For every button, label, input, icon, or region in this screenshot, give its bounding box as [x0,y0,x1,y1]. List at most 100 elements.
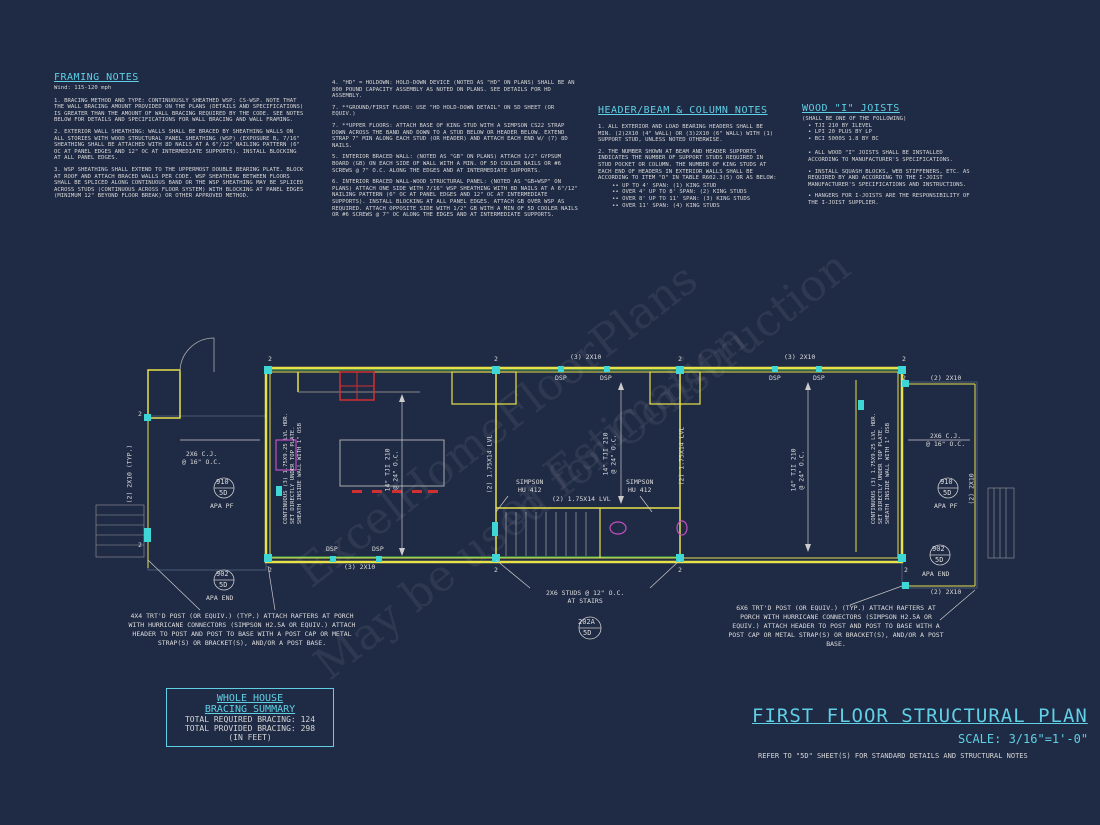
framing-wind: Wind: 115-120 mph [54,85,112,91]
post-count: 2 [902,355,906,363]
tag-910-right: 910 [940,478,953,486]
label-tji-a-2: @ 24" O.C. [391,450,400,490]
label-tji-c-1: 14" TJI 210 [789,448,798,492]
bracing-summary-title-1: WHOLE HOUSE [216,693,284,704]
label-lvl-left: CONTINUOUS (3) 1.75x9.25 LVL HDR. SET DI… [283,413,304,524]
post-count: 2 [678,355,682,363]
sheet-reference: REFER TO "5D" SHEET(S) FOR STANDARD DETA… [758,752,1028,760]
header-notes: HEADER/BEAM & COLUMN NOTES 1. ALL EXTERI… [598,105,778,209]
label-lvl-h: (2) 1.75x14 LVL [552,495,611,503]
label-lvl-right: CONTINUOUS (3) 1.75x9.25 LVL HDR. SET DI… [871,413,892,524]
tag-202a: 202A [578,618,595,626]
label-lvl-v1: (2) 1.75x14 LVL [485,434,494,494]
sheet-scale: SCALE: 3/16"=1'-0" [958,732,1089,746]
sink [676,520,688,536]
label-right-2x10-top: (2) 2x10 [930,374,962,382]
holddown-note: 7. **GROUND/FIRST FLOOR: USE "HD HOLD-DO… [332,104,555,118]
label-dsp: DSP [555,374,567,382]
post-count: 2 [138,410,142,418]
post-count: 2 [904,566,908,574]
framing-note: 3. WSP SHEATHING SHALL EXTEND TO THE UPP… [54,166,304,200]
tag-5d: 5D [219,489,228,497]
header-bullet: •• OVER 8' UP TO 11' SPAN: (3) KING STUD… [612,195,751,202]
label-simpson-b-2: HU 412 [627,486,652,494]
label-cj-right-2: @ 16" O.C. [926,440,966,448]
label-lvl-right-2: SET DIRECTLY UNDER TOP PLATE. [878,426,885,525]
header-bullet: •• OVER 4' UP TO 8' SPAN: (2) KING STUDS [612,189,747,196]
sheet-title: FIRST FLOOR STRUCTURAL PLAN [752,705,1088,727]
detail-tag-902-right [929,544,951,566]
callout-right: 6x6 TRT'D POST (OR EQUIV.) (TYP.) ATTACH… [728,604,944,648]
label-lvl-left-2: SET DIRECTLY UNDER TOP PLATE. [290,426,297,525]
tag-910-left: 910 [216,478,229,486]
joist-arrows [180,386,970,552]
post-count: 2 [678,566,682,574]
post-count: 2 [494,355,498,363]
header-note: 1. ALL EXTERIOR AND LOAD BEARING HEADERS… [598,124,774,144]
joist-notes-list: (SHALL BE ONE OF THE FOLLOWING) • TJI 21… [802,116,972,207]
label-lvl-left-3: SHEATH INSIDE WALL WITH 1" OSB [297,423,304,525]
joist-notes: WOOD "I" JOISTS (SHALL BE ONE OF THE FOL… [802,103,972,212]
header-bullet: •• UP TO 4' SPAN: (1) KING STUD [612,182,717,189]
label-apa-end-right: APA END [922,570,950,578]
label-simpson-a-1: SIMPSON [516,478,544,486]
bracing-summary-title-2: BRACING SUMMARY [204,704,296,715]
posts [144,366,909,589]
detail-tag-910-left [213,477,235,499]
label-lvl-left-1: CONTINUOUS (3) 1.75x9.25 LVL HDR. [283,412,290,525]
label-right-2x10-side: (2) 2x10 [967,473,976,505]
porch-steps-right [987,487,1015,559]
bracing-provided: TOTAL PROVIDED BRACING: 298 [184,724,316,733]
label-simpson-a-2: HU 412 [517,486,542,494]
joist-note: • ALL WOOD "I" JOISTS SHALL BE INSTALLED… [808,150,953,163]
joist-note: • INSTALL SQUASH BLOCKS, WEB STIFFENERS,… [808,168,970,188]
tag-5d: 5D [943,489,952,497]
label-simpson-b-1: SIMPSON [626,478,654,486]
post-count: 2 [902,374,906,382]
label-dsp: DSP [600,374,612,382]
detail-tag-902-left [213,569,235,591]
label-tji-b-2: @ 24" O.C. [609,434,618,474]
tag-902-left: 902 [216,570,229,578]
label-tji-c: 14" TJI 210 @ 24" O.C. [790,448,806,491]
label-left-2x10: (2) 2x10 (TYP.) [125,444,134,504]
framing-note: 2. EXTERIOR WALL SHEATHING: WALLS SHALL … [54,128,300,162]
porch-steps-left [95,504,145,558]
toilet [609,521,627,535]
label-simpson-a: SIMPSON HU 412 [516,478,543,494]
joist-arrowheads [399,382,811,556]
label-apa-pf-right: APA PF [934,502,958,510]
joist-notes-title: WOOD "I" JOISTS [802,103,900,114]
label-tji-b-1: 14" TJI 210 [601,432,610,476]
label-bottom-2x10: (3) 2x10 [344,563,376,571]
label-lvl-v2: (2) 1.75x14 LVL [677,426,686,486]
framing-notes-list: 1. BRACING METHOD AND TYPE: CONTINUOUSLY… [54,98,304,200]
header-bullet: •• OVER 11' SPAN: (4) KING STUDS [612,202,720,209]
label-cj-right-1: 2x6 C.J. [929,432,962,440]
label-cj-right: 2x6 C.J. @ 16" O.C. [926,432,965,448]
entry-vestibule [147,369,181,419]
exterior-walls [264,366,904,564]
label-top-2x10-b: (3) 2x10 [784,353,816,361]
joist-bullet: • TJI 210 BY ILEVEL [808,122,873,129]
label-tji-c-2: @ 24" O.C. [797,450,806,490]
porch-left [147,415,267,571]
holddown-notes: 4. "HD" = HOLDOWN: HOLD-DOWN DEVICE (NOT… [332,80,578,224]
detail-tag-910-right [937,477,959,499]
holddown-note: 5. INTERIOR BRACED WALL: (NOTED AS "GB" … [332,154,562,174]
fridge [275,439,297,471]
wall-pantry [451,371,517,405]
label-cj-left-2: @ 16" O.C. [182,458,222,466]
label-apa-pf-left: APA PF [210,502,234,510]
post-count: 2 [138,541,142,549]
tag-5d: 5D [219,581,228,589]
label-apa-end-left: APA END [206,594,234,602]
island-stools [352,490,438,493]
label-stair-studs-1: 2x6 STUDS @ 12" O.C. [546,589,625,597]
post-count: 2 [268,355,272,363]
label-cj-left-1: 2x6 C.J. [185,450,218,458]
framing-notes-title: FRAMING NOTES [54,72,139,83]
label-top-2x10-a: (3) 2x10 [570,353,602,361]
framing-note: 1. BRACING METHOD AND TYPE: CONTINUOUSLY… [54,97,304,124]
